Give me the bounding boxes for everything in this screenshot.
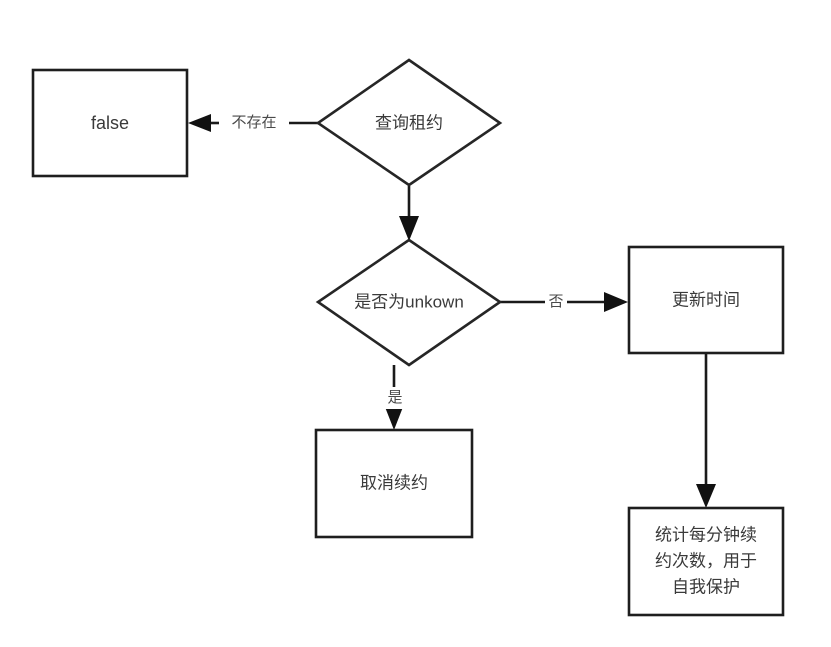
edge-no bbox=[500, 292, 628, 312]
node-query-lease-diamond[interactable]: 查询租约 bbox=[315, 58, 503, 187]
false-box-rect[interactable] bbox=[31, 68, 189, 178]
node-false-box[interactable]: false bbox=[31, 68, 189, 178]
query-lease-label: 查询租约 bbox=[375, 113, 443, 132]
edge-label-not-exist: 不存在 bbox=[219, 112, 289, 134]
edge-label-yes-text: 是 bbox=[387, 389, 402, 406]
node-cancel-renew-box[interactable]: 取消续约 bbox=[314, 428, 474, 539]
arrow-head-left bbox=[188, 114, 211, 132]
node-stats-box[interactable]: 统计每分钟续 约次数，用于 自我保护 bbox=[627, 506, 785, 617]
cancel-renew-box-rect[interactable] bbox=[314, 428, 474, 539]
is-unkown-label: 是否为unkown bbox=[354, 292, 464, 311]
query-lease-diamond-shape[interactable] bbox=[315, 58, 503, 187]
update-time-box-rect[interactable] bbox=[627, 245, 785, 355]
edge-label-not-exist-text: 不存在 bbox=[231, 114, 276, 131]
cancel-renew-label: 取消续约 bbox=[360, 473, 428, 492]
edge-not-exist bbox=[188, 114, 318, 132]
node-is-unkown-diamond[interactable]: 是否为unkown bbox=[315, 238, 503, 367]
stats-label-line-2: 约次数，用于 bbox=[655, 551, 757, 570]
arrow-head-down bbox=[696, 484, 716, 508]
stats-label-line-3: 自我保护 bbox=[672, 577, 740, 596]
update-time-label: 更新时间 bbox=[672, 290, 740, 309]
edge-update-to-stats bbox=[696, 353, 716, 508]
arrow-head-right bbox=[604, 292, 628, 312]
is-unkown-diamond-shape[interactable] bbox=[315, 238, 503, 367]
false-box-label: false bbox=[91, 113, 129, 133]
arrow-head-down bbox=[399, 216, 419, 241]
edge-query-to-unkown bbox=[399, 186, 419, 241]
edge-label-yes: 是 bbox=[384, 387, 406, 409]
stats-label-line-1: 统计每分钟续 bbox=[655, 525, 757, 544]
stats-box-rect[interactable] bbox=[627, 506, 785, 617]
node-update-time-box[interactable]: 更新时间 bbox=[627, 245, 785, 355]
arrow-head-down bbox=[385, 407, 403, 430]
edge-label-no: 否 bbox=[545, 291, 567, 313]
edge-label-no-text: 否 bbox=[548, 293, 563, 310]
